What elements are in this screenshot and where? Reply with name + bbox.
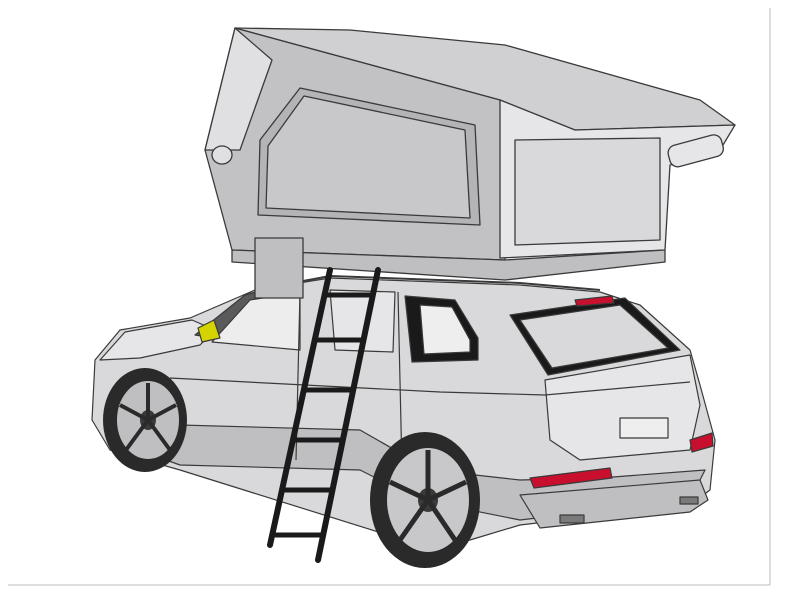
rear-side-window xyxy=(419,304,471,355)
ladder-rail-right xyxy=(315,267,381,563)
tent-rear-window xyxy=(514,137,661,246)
rooftop-tent xyxy=(204,27,736,299)
rear-wheel xyxy=(370,432,480,568)
rear-windshield xyxy=(519,304,669,369)
tent-side-window-inner xyxy=(265,95,471,219)
license-plate-area xyxy=(619,417,669,439)
ladder xyxy=(267,267,381,563)
tent-hinge-bar xyxy=(667,134,725,168)
exhaust-left xyxy=(559,514,585,524)
front-wheel xyxy=(103,368,187,472)
car xyxy=(91,275,716,546)
tail-light-right xyxy=(689,432,714,453)
ladder-rungs xyxy=(272,292,375,538)
rear-brake-light xyxy=(574,295,615,307)
exhaust-right xyxy=(679,496,699,505)
ladder-rail-left xyxy=(267,267,333,548)
side-mirror xyxy=(197,319,221,343)
tail-light-left xyxy=(529,467,613,489)
tent-base xyxy=(231,249,666,281)
tent-front-hinge xyxy=(211,145,233,165)
tent-storage-box xyxy=(254,237,304,299)
